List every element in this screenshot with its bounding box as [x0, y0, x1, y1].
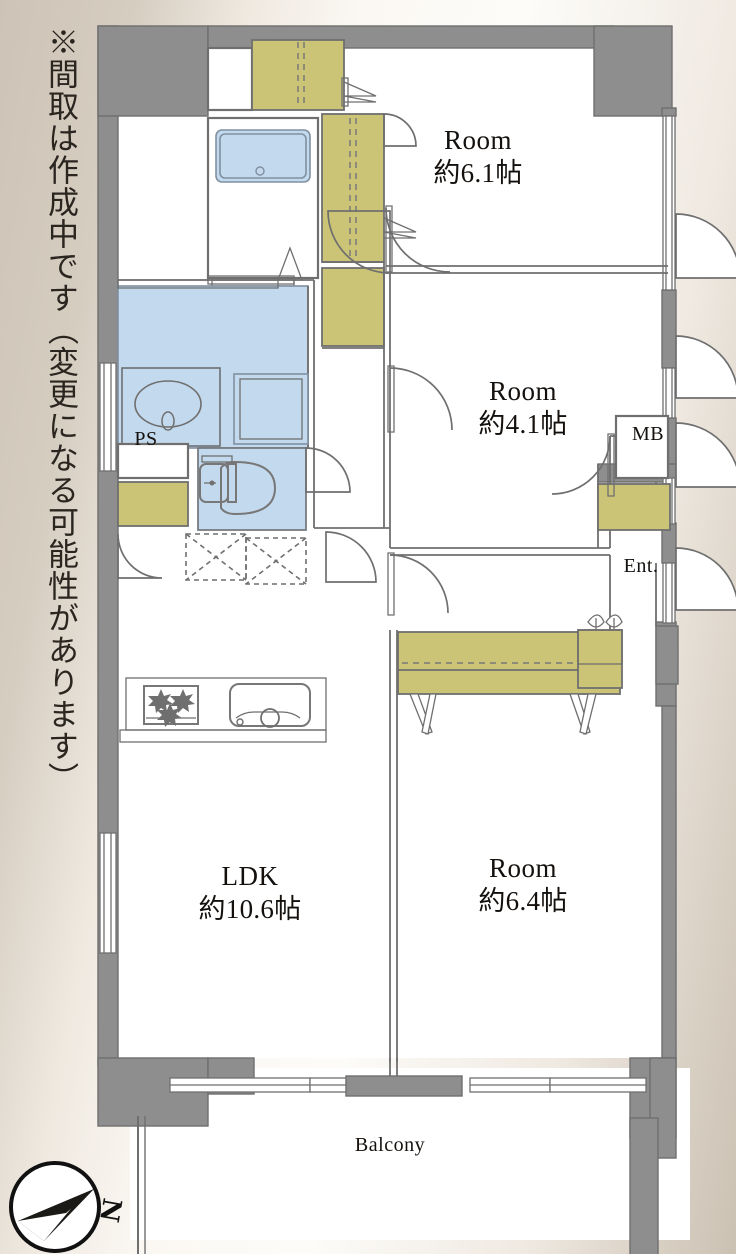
space-label-mb: MB [631, 423, 665, 445]
space-label-balcony: Balcony [354, 1134, 426, 1156]
room-label-room-6-4: Room 約6.4帖 [423, 853, 623, 918]
room-area: 約6.4帖 [478, 885, 568, 916]
space-label-ps: PS [134, 428, 158, 450]
compass-rose: N [8, 1155, 128, 1255]
room-label-room-6-1: Room 約6.1帖 [378, 125, 578, 190]
compass-north-label: N [93, 1196, 127, 1225]
room-name: LDK [221, 861, 279, 891]
disclaimer-note: ※間取は作成中です（変更になる可能性があります） [42, 26, 78, 794]
room-area: 約6.1帖 [433, 157, 523, 188]
floor-plan-drawing: .w { fill:#8e8e8e; stroke:#6f6f6f; strok… [90, 18, 736, 1254]
room-name: Room [443, 125, 512, 155]
space-label-ent: Ent. [623, 555, 659, 577]
room-name: Room [488, 853, 557, 883]
room-area: 約4.1帖 [478, 408, 568, 439]
room-area: 約10.6帖 [198, 893, 302, 924]
room-label-room-4-1: Room 約4.1帖 [423, 376, 623, 441]
room-name: Room [488, 376, 557, 406]
room-label-ldk: LDK 約10.6帖 [150, 861, 350, 926]
